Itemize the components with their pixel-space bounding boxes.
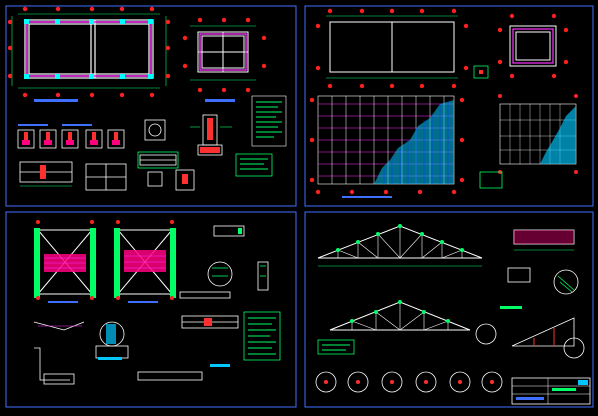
sheet-borders <box>5 5 594 408</box>
sheet-2-content <box>309 8 578 198</box>
sheet-2-border <box>304 5 594 207</box>
sheet-4-border <box>304 211 594 408</box>
title-block <box>511 377 591 405</box>
sheet-1-legend <box>251 95 287 147</box>
sheet-1-border <box>5 5 297 207</box>
sheet-3-border <box>5 211 297 408</box>
sheet-1-content <box>7 6 287 191</box>
sheet-3-content <box>33 220 281 385</box>
sheet-4-content <box>315 224 591 405</box>
